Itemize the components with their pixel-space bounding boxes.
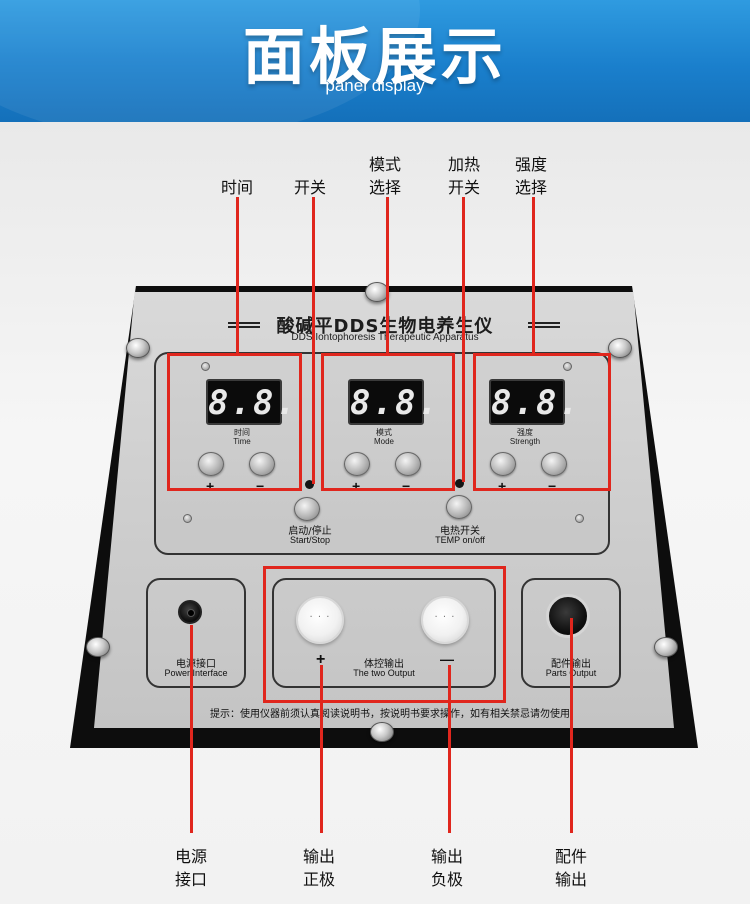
start-stop-label-cn: 启动/停止 xyxy=(288,526,332,537)
power-section xyxy=(146,578,246,688)
mode-display: 8.8. xyxy=(348,379,438,425)
callout-strength: 强度选择 xyxy=(515,155,548,197)
output-label-cn: 体控输出 xyxy=(364,659,404,670)
leader-strength xyxy=(532,197,535,355)
time-label-cn: 时间 xyxy=(234,428,250,437)
header-subtitle: panel display xyxy=(325,76,425,95)
callout-output-negative: 输出负极 xyxy=(431,847,464,889)
callout-parts: 配件输出 xyxy=(555,847,588,889)
strength-minus-button[interactable] xyxy=(541,452,567,476)
time-display: 8.8. xyxy=(206,379,296,425)
time-minus-button[interactable] xyxy=(249,452,275,476)
output-plus-sign: + xyxy=(316,651,326,668)
power-label-en: Power Interface xyxy=(164,668,228,678)
mode-minus-button[interactable] xyxy=(395,452,421,476)
highlight-strength xyxy=(473,353,611,491)
bolt-icon xyxy=(370,722,394,742)
time-plus-sign: + xyxy=(206,478,215,494)
highlight-mode xyxy=(321,353,455,491)
highlight-time xyxy=(167,353,302,491)
leader-output-neg xyxy=(448,665,451,833)
leader-mode xyxy=(386,197,389,355)
temp-button[interactable] xyxy=(446,495,472,519)
leader-parts xyxy=(570,618,573,833)
output-positive-socket[interactable] xyxy=(296,596,344,644)
heading-dash-left xyxy=(228,322,260,328)
leader-power xyxy=(190,625,193,833)
output-section xyxy=(272,578,496,688)
strength-plus-sign: + xyxy=(498,478,507,494)
callout-mode: 模式选择 xyxy=(369,155,402,197)
screw-icon xyxy=(563,362,572,371)
leader-time xyxy=(236,197,239,355)
header-title: 面板展示 xyxy=(242,20,507,93)
time-plus-button[interactable] xyxy=(198,452,224,476)
bolt-icon xyxy=(86,637,110,657)
highlight-output xyxy=(263,566,506,703)
strength-display: 8.8. xyxy=(489,379,579,425)
callout-time: 时间 xyxy=(221,178,254,197)
mode-minus-sign: − xyxy=(402,478,411,494)
time-minus-sign: − xyxy=(256,478,265,494)
callout-switch: 开关 xyxy=(294,178,327,197)
start-stop-label-en: Start/Stop xyxy=(289,535,331,545)
temp-label-en: TEMP on/off xyxy=(435,535,485,545)
strength-label-en: Strength xyxy=(509,437,541,446)
heading-dash-right xyxy=(528,322,560,328)
heat-led-icon xyxy=(455,479,464,488)
output-negative-socket[interactable] xyxy=(421,596,469,644)
mode-plus-button[interactable] xyxy=(344,452,370,476)
bolt-icon xyxy=(654,637,678,657)
strength-label-cn: 强度 xyxy=(517,428,533,437)
bolt-icon xyxy=(608,338,632,358)
time-label-en: Time xyxy=(233,437,251,446)
start-stop-button[interactable] xyxy=(294,497,320,521)
screw-icon xyxy=(201,362,210,371)
strength-minus-sign: − xyxy=(548,478,557,494)
temp-label-cn: 电热开关 xyxy=(440,526,480,537)
callout-power: 电源接口 xyxy=(175,847,208,889)
header-banner: 面板展示 panel display xyxy=(0,0,750,122)
screw-icon xyxy=(183,514,192,523)
screw-icon xyxy=(575,514,584,523)
usage-tip: 提示：使用仪器前须认真阅读说明书，按说明书要求操作，如有相关禁忌请勿使用 xyxy=(210,709,570,720)
leader-switch xyxy=(312,197,315,484)
callout-output-positive: 输出正极 xyxy=(303,847,336,889)
bolt-icon xyxy=(126,338,150,358)
callout-heat: 加热开关 xyxy=(448,155,481,197)
mode-label-en: Mode xyxy=(373,437,394,446)
leader-output-pos xyxy=(320,665,323,833)
power-label-cn: 电源接口 xyxy=(176,659,216,670)
power-jack[interactable] xyxy=(178,600,202,624)
strength-plus-button[interactable] xyxy=(490,452,516,476)
panel-title: 酸碱平DDS生物电养生仪 xyxy=(276,316,494,337)
mode-plus-sign: + xyxy=(352,478,361,494)
leader-heat xyxy=(462,197,465,482)
output-minus-sign: — xyxy=(440,651,454,667)
panel-title-en: DDS Iontophoresis Therapeutic Apparatus xyxy=(291,332,479,343)
output-label-en: The two Output xyxy=(353,668,415,678)
parts-output-socket[interactable] xyxy=(546,594,590,638)
mode-label-cn: 模式 xyxy=(376,428,392,437)
power-led-icon xyxy=(305,480,314,489)
